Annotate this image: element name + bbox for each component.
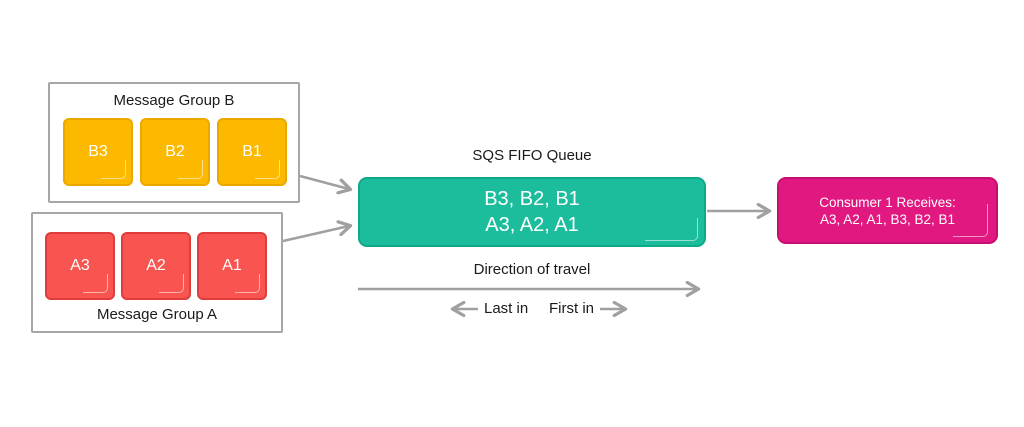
queue-line-b: B3, B2, B1 [484,188,580,210]
message-group-a-container: A3 A2 A1 Message Group A [31,212,283,333]
consumer-line-1: Consumer 1 Receives: [819,194,956,210]
message-tile-a2: A2 [121,232,191,300]
queue-line-a: A3, A2, A1 [485,214,579,236]
arrow-group-b-to-queue [299,174,353,195]
message-group-a-title: Message Group A [96,306,218,323]
direction-of-travel-label: Direction of travel [473,261,591,278]
message-tile-b3-label: B3 [88,143,108,160]
corner-bracket-icon [953,204,988,237]
consumer-box: Consumer 1 Receives: A3, A2, A1, B3, B2,… [777,177,998,244]
message-tile-b1: B1 [217,118,287,186]
message-tile-a3: A3 [45,232,115,300]
message-tile-b2: B2 [140,118,210,186]
last-in-label: Last in [484,300,529,317]
message-tile-b2-label: B2 [165,143,185,160]
message-tile-a1-label: A1 [222,257,242,274]
arrow-group-a-to-queue [282,220,353,243]
corner-bracket-icon [235,274,260,293]
corner-bracket-icon [83,274,108,293]
corner-bracket-icon [159,274,184,293]
corner-bracket-icon [101,160,126,179]
corner-bracket-icon [255,160,280,179]
message-group-b-container: Message Group B B3 B2 B1 [48,82,300,203]
consumer-line-2: A3, A2, A1, B3, B2, B1 [819,211,956,227]
corner-bracket-icon [645,218,698,241]
corner-bracket-icon [178,160,203,179]
queue-title: SQS FIFO Queue [472,147,592,164]
message-tile-a2-label: A2 [146,257,166,274]
message-tile-b3: B3 [63,118,133,186]
message-tile-b1-label: B1 [242,143,262,160]
first-in-label: First in [549,300,594,317]
sqs-fifo-queue-box: B3, B2, B1 A3, A2, A1 [358,177,706,247]
message-tile-a3-label: A3 [70,257,90,274]
message-group-b-title: Message Group B [113,92,235,109]
message-tile-a1: A1 [197,232,267,300]
